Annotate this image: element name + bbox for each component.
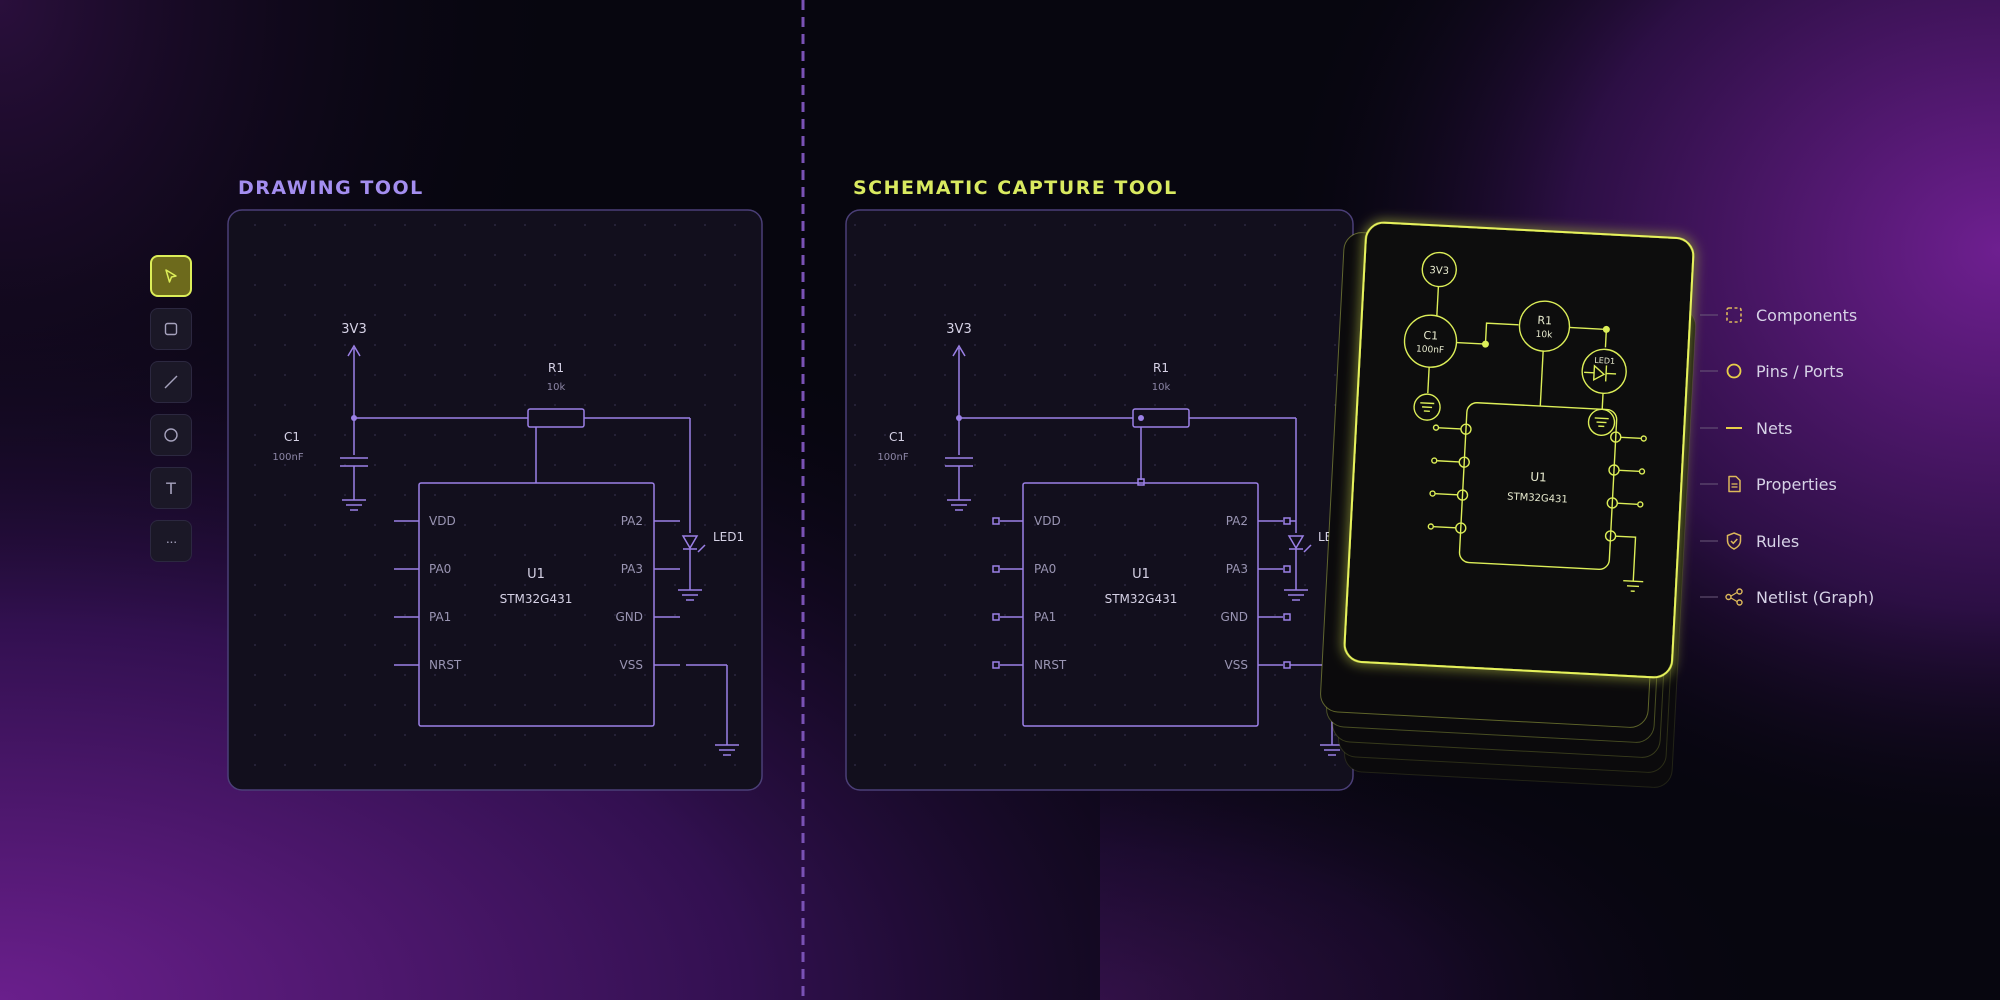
r1-value: 10k xyxy=(547,382,566,393)
pin-label: NRST xyxy=(429,658,462,672)
pin-label: PA3 xyxy=(1226,562,1248,576)
legend-nets: Nets xyxy=(1724,416,1792,440)
power-label: 3V3 xyxy=(946,322,971,337)
c1-value: 100nF xyxy=(877,452,908,463)
legend-label: Components xyxy=(1756,305,1858,325)
legend-components: Components xyxy=(1724,303,1857,327)
legend-label: Rules xyxy=(1756,531,1800,551)
graph-led-label: LED1 xyxy=(1594,356,1615,366)
u1-ref: U1 xyxy=(527,567,545,582)
rectangle-tool-button[interactable] xyxy=(150,308,192,350)
pin-label: VSS xyxy=(620,658,643,672)
more-icon: ··· xyxy=(165,533,178,549)
line-icon xyxy=(1726,427,1742,429)
u1-part: STM32G431 xyxy=(1105,592,1178,606)
legend-label: Netlist (Graph) xyxy=(1756,587,1875,607)
legend-rules: Rules xyxy=(1724,529,1799,553)
u1-node xyxy=(1458,402,1618,571)
text-icon: T xyxy=(166,478,176,498)
c1-ref: C1 xyxy=(284,430,300,444)
r1-ref: R1 xyxy=(1153,361,1169,375)
pin-label: VSS xyxy=(1225,658,1248,672)
pin-label: NRST xyxy=(1034,658,1067,672)
pin-label: GND xyxy=(1220,610,1248,624)
cursor-icon xyxy=(165,269,177,283)
graph-r1-value: 10k xyxy=(1535,330,1553,341)
legend-label: Nets xyxy=(1756,418,1793,438)
circle-icon xyxy=(1726,363,1742,379)
ground-node xyxy=(1413,393,1441,421)
r1-value: 10k xyxy=(1152,382,1171,393)
graph-c1-value: 100nF xyxy=(1416,344,1445,355)
r1-ref: R1 xyxy=(548,361,564,375)
legend-pins-ports: Pins / Ports xyxy=(1724,359,1844,383)
u1-part: STM32G431 xyxy=(500,592,573,606)
pin-label: VDD xyxy=(429,514,456,528)
schematic-tool-title: SCHEMATIC CAPTURE TOOL xyxy=(853,177,1178,199)
dashed-square-icon xyxy=(1726,307,1742,323)
graph-r1-label: R1 xyxy=(1537,314,1552,328)
square-icon xyxy=(164,322,178,336)
graph-c1-label: C1 xyxy=(1423,329,1438,343)
graph-u1-label: U1 xyxy=(1530,470,1547,485)
pin-label: PA0 xyxy=(429,562,451,576)
document-icon xyxy=(1728,475,1741,493)
text-tool-button[interactable]: T xyxy=(150,467,192,509)
pin-label: PA2 xyxy=(1226,514,1248,528)
legend-label: Pins / Ports xyxy=(1756,361,1844,381)
u1-ref: U1 xyxy=(1132,567,1150,582)
c1-value: 100nF xyxy=(272,452,303,463)
pin-label: PA1 xyxy=(1034,610,1056,624)
graph-icon xyxy=(1725,588,1743,606)
graph-card xyxy=(1343,221,1695,679)
led-label: LED1 xyxy=(713,530,744,544)
legend-properties: Properties xyxy=(1724,472,1837,496)
select-tool-button[interactable] xyxy=(150,255,192,297)
pin-label: VDD xyxy=(1034,514,1061,528)
line-tool-button[interactable] xyxy=(150,361,192,403)
line-icon xyxy=(164,375,178,389)
circle-tool-button[interactable] xyxy=(150,414,192,456)
graph-power-label: 3V3 xyxy=(1429,265,1449,277)
drawing-tool-title: DRAWING TOOL xyxy=(238,177,424,199)
pin-label: GND xyxy=(615,610,643,624)
pin-label: PA0 xyxy=(1034,562,1056,576)
pin-label: PA3 xyxy=(621,562,643,576)
pin-label: PA2 xyxy=(621,514,643,528)
more-tool-button[interactable]: ··· xyxy=(150,520,192,562)
pin-label: PA1 xyxy=(429,610,451,624)
shield-check-icon xyxy=(1726,532,1742,550)
graph-u1-part: STM32G431 xyxy=(1507,491,1568,505)
circle-icon xyxy=(164,428,178,442)
legend-netlist-graph: Netlist (Graph) xyxy=(1724,585,1874,609)
power-label: 3V3 xyxy=(341,322,366,337)
c1-ref: C1 xyxy=(889,430,905,444)
legend-label: Properties xyxy=(1756,474,1837,494)
